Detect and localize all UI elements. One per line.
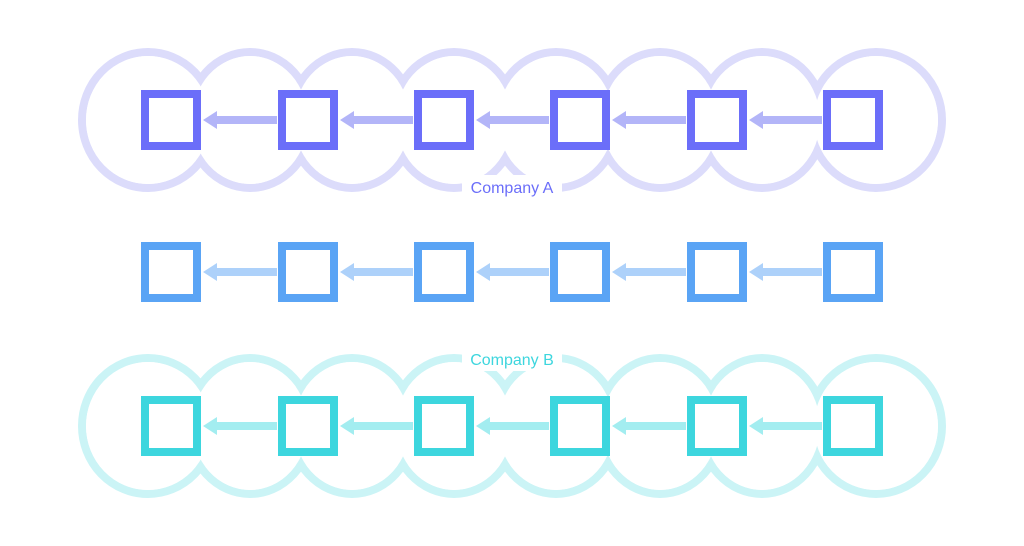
link-arrow <box>612 417 686 435</box>
link-arrow <box>340 417 413 435</box>
link-arrow <box>749 263 822 281</box>
label-gap <box>462 175 562 199</box>
block <box>278 242 338 302</box>
shared-chain <box>141 242 883 302</box>
block <box>141 90 201 150</box>
link-arrow <box>476 263 549 281</box>
link-arrow <box>612 111 686 129</box>
label-gap <box>462 347 562 371</box>
block <box>414 242 474 302</box>
company-b-chain: Company B <box>78 347 946 498</box>
block <box>550 396 610 456</box>
link-arrow <box>203 417 277 435</box>
block <box>687 396 747 456</box>
link-arrow <box>476 111 549 129</box>
block <box>823 242 883 302</box>
block <box>414 90 474 150</box>
row-a-label: Company A <box>471 180 554 197</box>
block <box>687 90 747 150</box>
link-arrow <box>203 111 277 129</box>
link-arrow <box>749 111 822 129</box>
block <box>823 396 883 456</box>
block <box>687 242 747 302</box>
link-arrow <box>749 417 822 435</box>
block <box>550 90 610 150</box>
link-arrow <box>340 263 413 281</box>
block <box>278 90 338 150</box>
link-arrow <box>476 417 549 435</box>
row-b-label: Company B <box>470 352 554 369</box>
block <box>823 90 883 150</box>
block <box>414 396 474 456</box>
block <box>141 242 201 302</box>
block <box>550 242 610 302</box>
link-arrow <box>203 263 277 281</box>
block <box>141 396 201 456</box>
link-arrow <box>612 263 686 281</box>
block <box>278 396 338 456</box>
link-arrow <box>340 111 413 129</box>
company-a-chain: Company A <box>78 48 946 199</box>
